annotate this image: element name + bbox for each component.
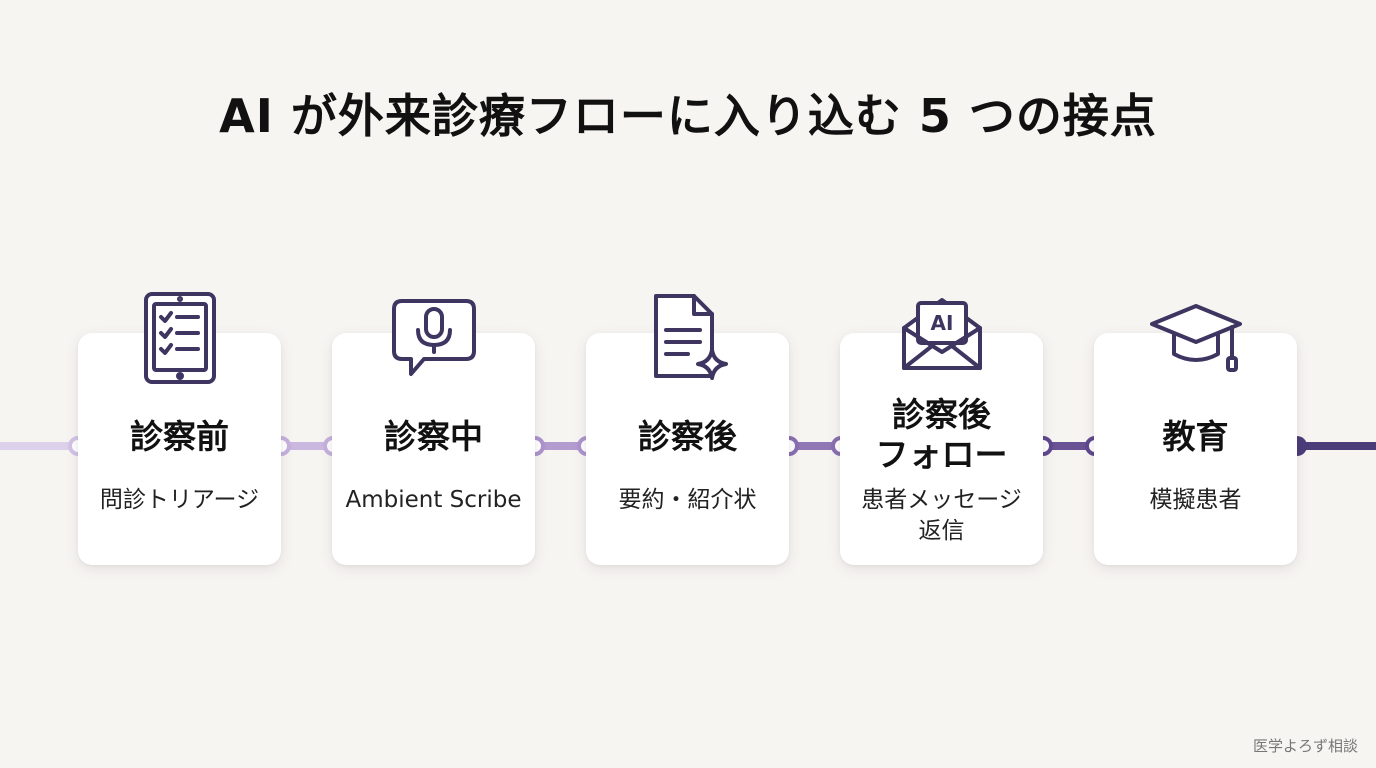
step-card-post-exam-follow: 診察後 フォロー 患者メッセージ 返信 [840, 333, 1043, 565]
brand-label: 医学よろず相談 [1252, 737, 1358, 755]
step-title: 診察後 [638, 417, 737, 456]
step-subtitle: 問診トリアージ [99, 487, 260, 513]
step-title: 教育 [1162, 417, 1229, 456]
graduation-cap-icon [1150, 304, 1242, 372]
tablet-checklist-icon [144, 292, 216, 384]
step-card-during-exam: 診察中 Ambient Scribe [332, 333, 535, 565]
microphone-bubble-icon [392, 299, 476, 376]
step-subtitle: 患者メッセージ 返信 [861, 487, 1022, 544]
ai-envelope-icon: AI [902, 298, 982, 370]
step-subtitle: Ambient Scribe [345, 487, 522, 513]
step-title: 診察後 フォロー [875, 395, 1008, 474]
step-subtitle: 模擬患者 [1149, 487, 1242, 513]
svg-text:AI: AI [931, 311, 954, 335]
step-title: 診察前 [130, 417, 229, 456]
page-title: AI が外来診療フローに入り込む 5 つの接点 [219, 89, 1157, 143]
document-sparkle-icon [654, 294, 728, 380]
step-subtitle: 要約・紹介状 [618, 487, 757, 513]
step-card-education: 教育 模擬患者 [1094, 333, 1297, 565]
step-title: 診察中 [384, 417, 483, 456]
